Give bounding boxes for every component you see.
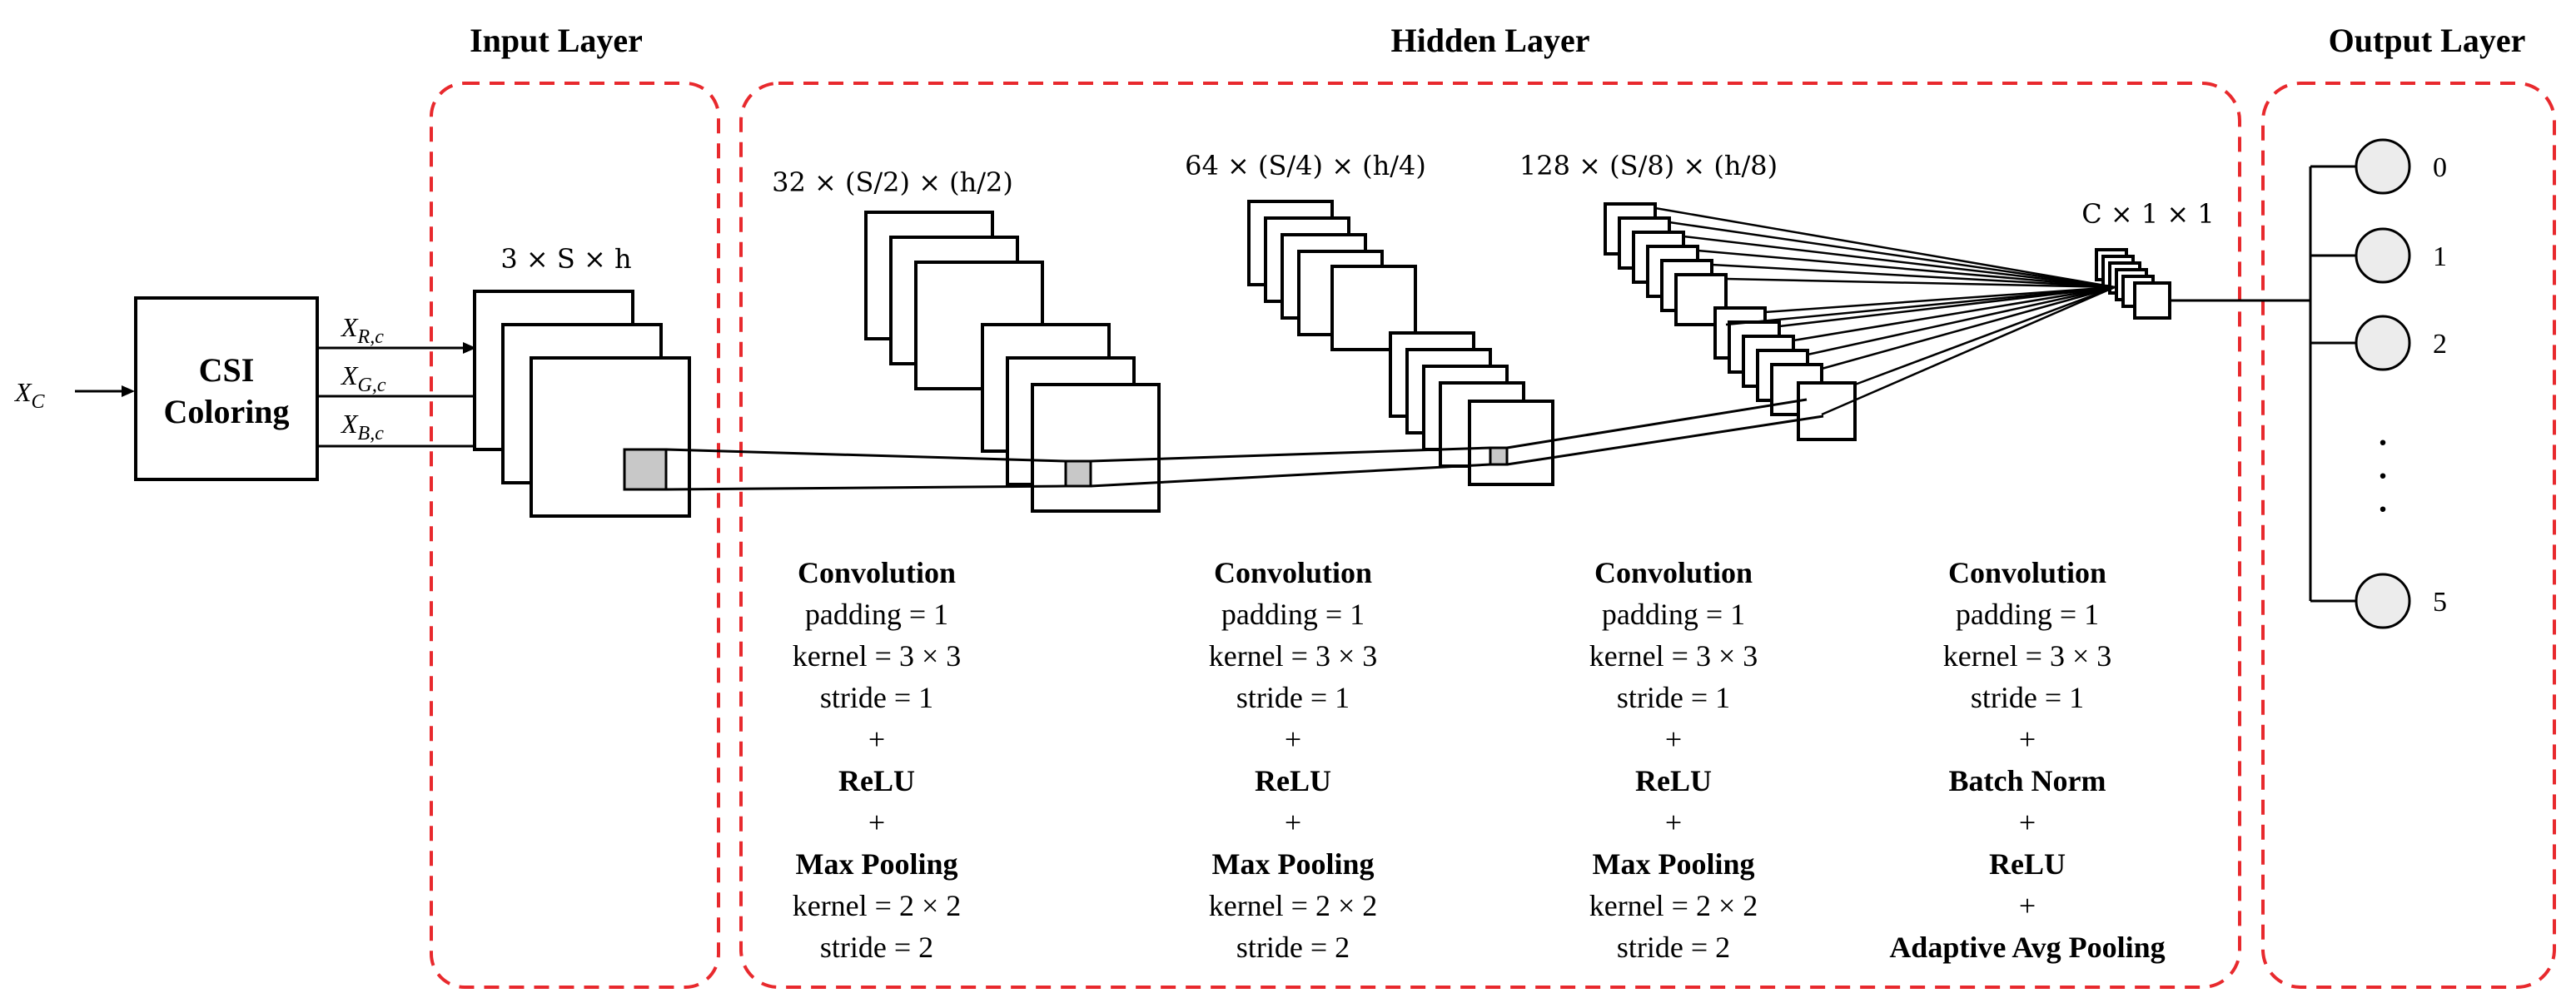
output-layer-title: Output Layer	[2329, 22, 2526, 59]
output-label-5: 5	[2433, 587, 2447, 618]
stage2-dim-label: 64 × (S/4) × (h/4)	[1185, 150, 1426, 181]
output-node-0	[2355, 138, 2411, 195]
stage1-op-line: Convolution	[798, 556, 956, 589]
stage1-op-line: kernel = 3 × 3	[793, 639, 962, 673]
output-layer-box	[2261, 82, 2556, 989]
input-map-b	[530, 356, 691, 518]
stage3-map	[1797, 381, 1857, 441]
stage1-kernel	[1064, 459, 1092, 488]
output-label-0: 0	[2433, 152, 2447, 183]
xg-label: XG,c	[340, 360, 386, 396]
stage1-map	[1031, 383, 1161, 513]
projection-lines	[665, 398, 1824, 491]
stage4-op-line: ReLU	[1989, 847, 2066, 881]
stage3-op-line: kernel = 2 × 2	[1589, 889, 1758, 922]
stage4-maps	[2095, 248, 2171, 320]
stage1-op-line: padding = 1	[805, 598, 948, 631]
stage4-op-line: Adaptive Avg Pooling	[1889, 931, 2165, 964]
stage1-op-line: ReLU	[838, 764, 915, 797]
stage3-dim-label: 128 × (S/8) × (h/8)	[1519, 150, 1778, 181]
ellipsis-dot: ·	[2377, 457, 2388, 494]
output-node-5	[2355, 573, 2411, 629]
stage2-maps	[1247, 200, 1554, 486]
xc-label: XC	[13, 377, 46, 413]
stage3-maps	[1604, 202, 1857, 441]
stage3-op-line: Max Pooling	[1593, 847, 1755, 881]
csi-coloring-block	[134, 296, 319, 481]
stage1-op-line: kernel = 2 × 2	[793, 889, 962, 922]
stage1-ops: Convolution padding = 1 kernel = 3 × 3 stri…	[793, 556, 962, 964]
stage4-op-line: stride = 1	[1971, 681, 2084, 714]
stage3-op-line: +	[1665, 806, 1682, 839]
coloring-label: Coloring	[163, 393, 289, 430]
ellipsis-dot: ·	[2377, 424, 2388, 461]
stage3-op-line: stride = 2	[1617, 931, 1730, 964]
xb-label: XB,c	[340, 409, 384, 444]
stage1-op-line: Max Pooling	[796, 847, 958, 881]
stage2-kernel	[1489, 446, 1509, 466]
stage4-ops: Convolution padding = 1 kernel = 3 × 3 stri…	[1889, 556, 2165, 964]
output-label-2: 2	[2433, 329, 2447, 360]
stage3-op-line: kernel = 3 × 3	[1589, 639, 1758, 673]
stage3-op-line: ReLU	[1635, 764, 1712, 797]
operation-descriptions: Convolution padding = 1 kernel = 3 × 3 stri…	[793, 556, 2166, 964]
stage2-op-line: +	[1285, 722, 1301, 756]
stage1-op-line: stride = 2	[820, 931, 933, 964]
stage3-op-line: stride = 1	[1617, 681, 1730, 714]
stage1-op-line: +	[868, 806, 885, 839]
xr-label: XR,c	[340, 312, 384, 348]
csi-label: CSI	[199, 351, 255, 389]
stage1-dim-label: 32 × (S/2) × (h/2)	[772, 166, 1013, 198]
stage2-ops: Convolution padding = 1 kernel = 3 × 3 stri…	[1209, 556, 1378, 964]
stage4-op-line: +	[2019, 722, 2036, 756]
stage3-ops: Convolution padding = 1 kernel = 3 × 3 stri…	[1589, 556, 1758, 964]
stage1-maps	[864, 211, 1161, 513]
stage2-op-line: padding = 1	[1221, 598, 1365, 631]
stage2-op-line: kernel = 3 × 3	[1209, 639, 1378, 673]
xc-arrowhead	[122, 385, 135, 397]
stage2-op-line: stride = 2	[1236, 931, 1350, 964]
stage1-op-line: stride = 1	[820, 681, 933, 714]
stage4-dim-label: C × 1 × 1	[2081, 198, 2215, 230]
stage4-map	[2133, 281, 2171, 320]
stage2-op-line: kernel = 2 × 2	[1209, 889, 1378, 922]
input-dim-label: 3 × S × h	[500, 243, 631, 275]
stage4-op-line: +	[2019, 889, 2036, 922]
input-layer-box	[430, 82, 720, 989]
xr-arrowhead	[463, 342, 476, 354]
stage4-op-line: kernel = 3 × 3	[1943, 639, 2112, 673]
input-layer-title: Input Layer	[470, 22, 643, 59]
stage2-op-line: Convolution	[1214, 556, 1372, 589]
hidden-layer-title: Hidden Layer	[1391, 22, 1590, 59]
stage4-op-line: Convolution	[1948, 556, 2106, 589]
stage4-op-line: +	[2019, 806, 2036, 839]
output-node-1	[2355, 227, 2411, 284]
stage4-op-line: padding = 1	[1956, 598, 2099, 631]
stage4-op-line: Batch Norm	[1949, 764, 2106, 797]
stage1-op-line: +	[868, 722, 885, 756]
stage3-op-line: padding = 1	[1602, 598, 1745, 631]
output-node-2	[2355, 315, 2411, 371]
output-label-1: 1	[2433, 241, 2447, 272]
stage2-op-line: stride = 1	[1236, 681, 1350, 714]
stage2-op-line: ReLU	[1255, 764, 1331, 797]
stage3-op-line: Convolution	[1594, 556, 1753, 589]
hidden-layer-box	[739, 82, 2241, 989]
input-kernel	[623, 448, 668, 491]
stage3-op-line: +	[1665, 722, 1682, 756]
ellipsis-dot: ·	[2377, 490, 2388, 528]
stage2-op-line: Max Pooling	[1212, 847, 1375, 881]
fan-in-lines	[1654, 206, 2116, 416]
stage2-op-line: +	[1285, 806, 1301, 839]
